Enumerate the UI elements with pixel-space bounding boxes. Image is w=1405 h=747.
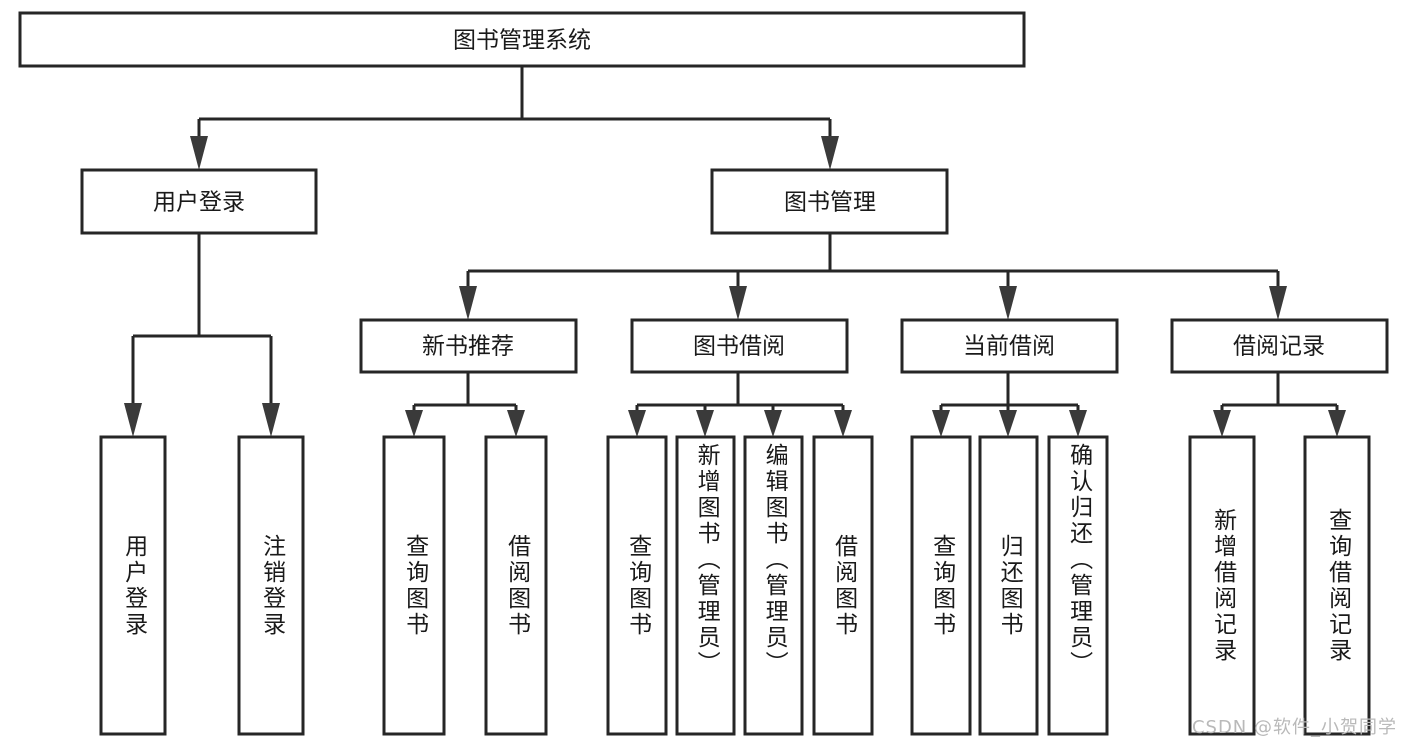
- arrow-head-leaf-return-book: [999, 410, 1017, 437]
- arrow-head-leaf-add-record: [1213, 410, 1231, 437]
- leaf-user-login-box[interactable]: [99, 435, 167, 736]
- arrow-head-leaf-confirm-return: [1069, 410, 1087, 437]
- leaf-return-book-box[interactable]: [978, 435, 1039, 736]
- node-book-manage[interactable]: 图书管理: [710, 168, 949, 235]
- arrow-head-leaf-add-book: [696, 410, 714, 437]
- node-book-borrow-box[interactable]: [630, 318, 849, 374]
- arrow-head-leaf-query-record: [1328, 410, 1346, 437]
- arrow-head-leaf-query-book-2: [628, 410, 646, 437]
- arrow-head-leaf-query-book-1: [405, 410, 423, 437]
- node-root[interactable]: 图书管理系统: [18, 11, 1026, 68]
- node-book-manage-label: 图书管理: [784, 190, 876, 216]
- leaf-query-record-box[interactable]: [1303, 435, 1371, 736]
- node-current-borrow[interactable]: 当前借阅: [900, 318, 1119, 374]
- node-book-borrow-label: 图书借阅: [693, 334, 785, 360]
- connector-group-user-login: [124, 233, 280, 437]
- node-user-login-label: 用户登录: [153, 190, 245, 216]
- leaf-add-record-box[interactable]: [1188, 435, 1256, 736]
- node-borrow-record-box[interactable]: [1170, 318, 1389, 374]
- leaf-query-book-1-box[interactable]: [382, 435, 446, 736]
- node-new-book-recommend-label: 新书推荐: [422, 334, 514, 360]
- node-root-label: 图书管理系统: [453, 28, 591, 54]
- leaf-edit-book-box[interactable]: [743, 435, 804, 736]
- connector-group-book-manage: [459, 233, 1287, 320]
- csdn-watermark: CSDN @软件_小贺同学: [1191, 717, 1397, 738]
- arrow-head-leaf-borrow-book-2: [834, 410, 852, 437]
- arrow-head-new-book-recommend: [459, 286, 477, 320]
- leaf-query-book-2-box[interactable]: [606, 435, 668, 736]
- arrow-head-leaf-edit-book: [764, 410, 782, 437]
- node-book-manage-box[interactable]: [710, 168, 949, 235]
- node-book-borrow[interactable]: 图书借阅: [630, 318, 849, 374]
- arrow-head-leaf-borrow-book-1: [507, 410, 525, 437]
- node-borrow-record-label: 借阅记录: [1233, 334, 1325, 360]
- node-new-book-recommend[interactable]: 新书推荐: [359, 318, 578, 374]
- arrow-head-user-login: [190, 136, 208, 170]
- connector-group-book-borrow: [628, 372, 852, 437]
- arrow-head-book-manage: [821, 136, 839, 170]
- arrow-head-book-borrow: [729, 286, 747, 320]
- node-current-borrow-label: 当前借阅: [963, 334, 1055, 360]
- leaf-add-book-box[interactable]: [675, 435, 736, 736]
- node-user-login-box[interactable]: [80, 168, 318, 235]
- node-new-book-recommend-box[interactable]: [359, 318, 578, 374]
- node-root-box[interactable]: [18, 11, 1026, 68]
- leaf-logout-box[interactable]: [237, 435, 305, 736]
- connector-group-current-borrow: [932, 372, 1087, 437]
- leaf-boxes: [99, 435, 1371, 736]
- arrow-head-current-borrow: [999, 286, 1017, 320]
- connector-group-root: [190, 66, 839, 170]
- leaf-borrow-book-2-box[interactable]: [812, 435, 874, 736]
- arrow-head-borrow-record: [1269, 286, 1287, 320]
- arrow-head-leaf-user-login: [124, 403, 142, 437]
- leaf-borrow-book-1-box[interactable]: [484, 435, 548, 736]
- leaf-confirm-return-box[interactable]: [1047, 435, 1109, 736]
- node-current-borrow-box[interactable]: [900, 318, 1119, 374]
- arrow-head-leaf-logout: [262, 403, 280, 437]
- connector-group-borrow-record: [1213, 372, 1346, 437]
- leaf-query-book-3-box[interactable]: [910, 435, 972, 736]
- arrow-head-leaf-query-book-3: [932, 410, 950, 437]
- connector-group-new-book-recommend: [405, 372, 525, 437]
- node-user-login[interactable]: 用户登录: [80, 168, 318, 235]
- node-borrow-record[interactable]: 借阅记录: [1170, 318, 1389, 374]
